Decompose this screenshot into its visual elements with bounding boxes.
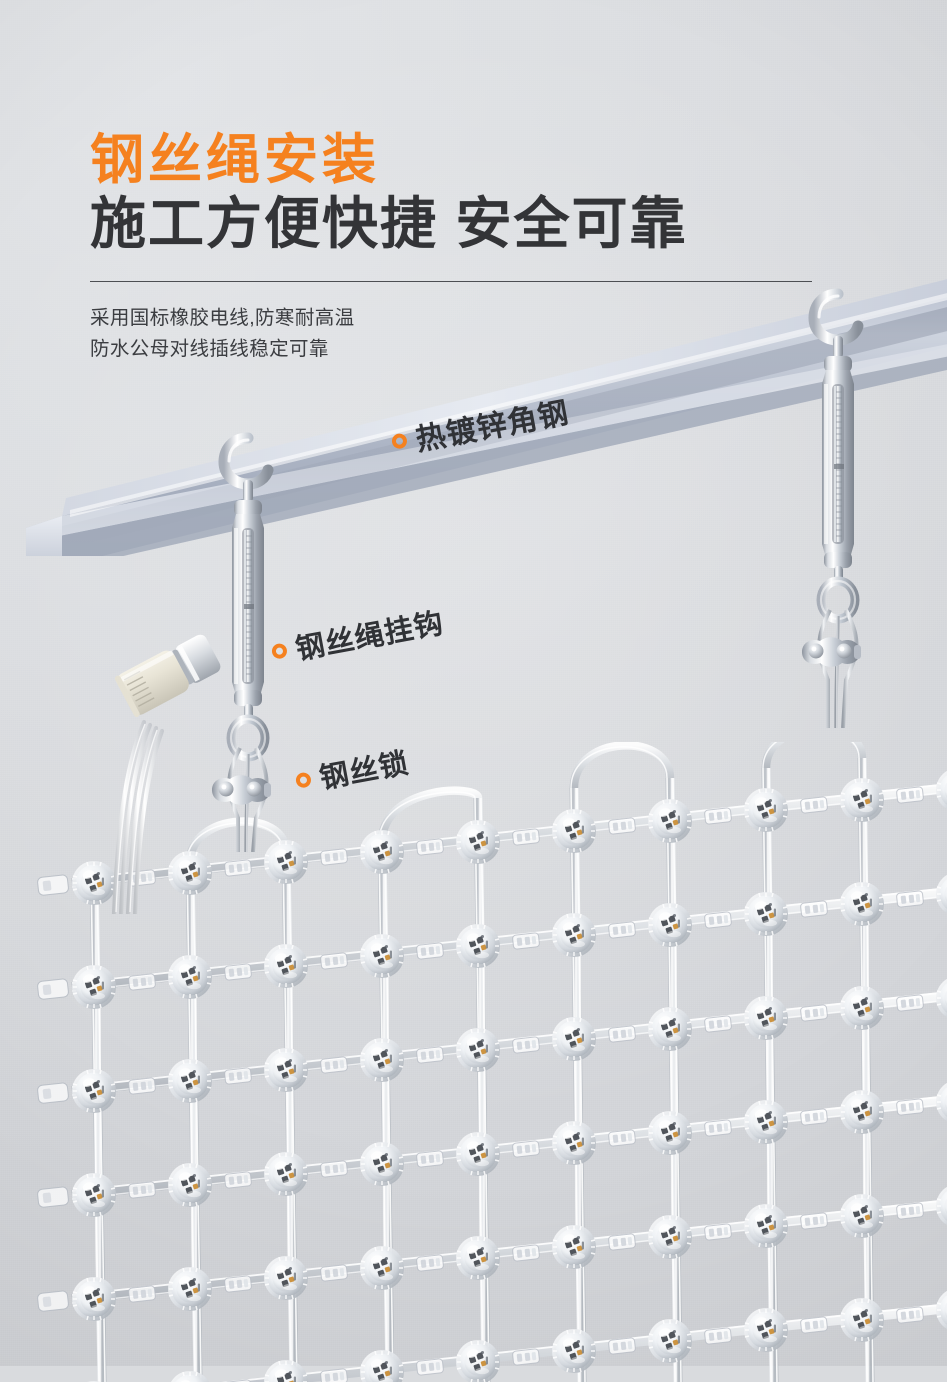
header-block: 钢丝绳安装 施工方便快捷 安全可靠 采用国标橡胶电线,防寒耐高温 防水公母对线插… (90, 130, 870, 366)
wire-rope-hanger-assembly-left (212, 432, 274, 852)
callout-wire-rope-lock: 钢丝锁 (292, 740, 412, 802)
callout-label: 热镀锌角钢 (413, 396, 572, 458)
callout-hot-dip-galvanized-angle-steel: 热镀锌角钢 (388, 388, 572, 464)
callout-wire-rope-hook: 钢丝绳挂钩 (268, 600, 447, 673)
subtitle-line-1: 采用国标橡胶电线,防寒耐高温 (90, 306, 355, 329)
ring-bullet-icon (270, 641, 289, 660)
waterproof-connector-icon (111, 634, 221, 914)
page-title-primary: 钢丝绳安装 (90, 130, 380, 190)
header-divider (90, 280, 812, 282)
callout-label: 钢丝绳挂钩 (293, 607, 447, 667)
page-title-secondary: 施工方便快捷 安全可靠 (90, 192, 688, 256)
subtitle-line-2: 防水公母对线插线稳定可靠 (90, 338, 329, 361)
ring-bullet-icon (294, 770, 313, 789)
ring-bullet-icon (390, 431, 409, 450)
subtitle-block: 采用国标橡胶电线,防寒耐高温 防水公母对线插线稳定可靠 (90, 303, 870, 366)
callout-label: 钢丝锁 (317, 747, 412, 796)
led-mesh-curtain-icon (36, 742, 947, 1382)
